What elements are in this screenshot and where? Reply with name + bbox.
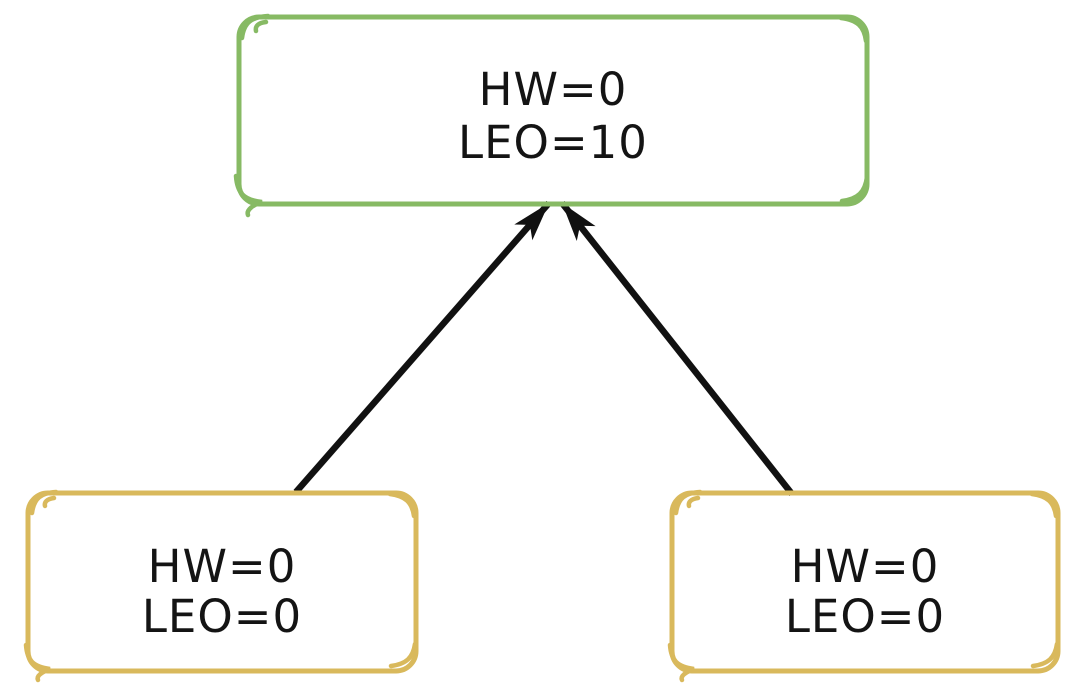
corner-mark <box>23 642 51 683</box>
corner-mark <box>233 173 263 218</box>
node-bottom-left-box <box>25 490 419 674</box>
node-bottom-left: HW=0 LEO=0 <box>23 489 419 683</box>
node-bottom-left-label-line1: HW=0 <box>148 540 297 593</box>
corner-mark <box>673 489 703 516</box>
node-top: HW=0 LEO=10 <box>233 13 870 218</box>
node-bottom-right-label-line1: HW=0 <box>791 540 940 593</box>
arrow-left <box>293 200 552 495</box>
corner-mark <box>667 642 695 683</box>
corner-mark <box>1029 491 1060 669</box>
corner-mark <box>838 15 870 204</box>
node-bottom-right-box <box>669 490 1061 674</box>
corner-mark <box>29 489 59 516</box>
node-top-label-line1: HW=0 <box>479 63 628 116</box>
arrow-right <box>559 200 795 497</box>
node-bottom-left-label-line2: LEO=0 <box>142 590 302 643</box>
corner-mark <box>387 491 418 669</box>
node-bottom-right: HW=0 LEO=0 <box>667 489 1061 683</box>
corner-mark <box>239 13 271 41</box>
node-bottom-left-gloss <box>33 498 411 666</box>
node-bottom-right-gloss <box>677 498 1053 666</box>
node-top-box <box>236 14 870 207</box>
node-top-gloss <box>244 22 862 199</box>
node-bottom-right-label-line2: LEO=0 <box>785 590 945 643</box>
edge-group <box>293 200 795 497</box>
node-top-label-line2: LEO=10 <box>458 116 648 169</box>
